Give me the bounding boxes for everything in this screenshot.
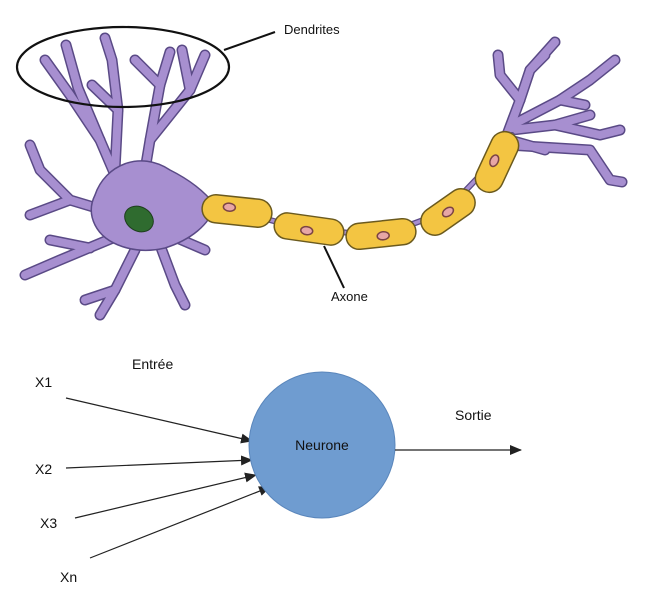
input-arrow-xn [89, 486, 271, 559]
myelin-sheaths [201, 130, 520, 251]
artificial-neuron-model: Entrée X1 X2 X3 Xn Neurone Sortie [35, 356, 522, 585]
input-label-x1: X1 [35, 374, 52, 390]
input-label-x2: X2 [35, 461, 52, 477]
input-arrow-x3 [74, 472, 257, 519]
axon-pointer [323, 245, 345, 289]
cell-body [90, 160, 216, 251]
output-label: Sortie [455, 407, 492, 423]
neuron-node [248, 371, 396, 519]
nucleus [124, 205, 154, 233]
input-label-xn: Xn [60, 569, 77, 585]
input-arrow-x2 [65, 455, 253, 469]
biological-neuron: Dendrites Axone [15, 22, 628, 321]
dendrites-highlight [15, 25, 231, 109]
dendrites-label: Dendrites [284, 22, 340, 37]
dendrites-pointer [223, 31, 276, 51]
axon-label: Axone [331, 289, 368, 304]
input-arrow-x1 [65, 397, 253, 444]
neuron-label: Neurone [295, 437, 349, 453]
input-label-x3: X3 [40, 515, 57, 531]
input-group-label: Entrée [132, 356, 173, 372]
dendrites-fill [21, 34, 626, 319]
